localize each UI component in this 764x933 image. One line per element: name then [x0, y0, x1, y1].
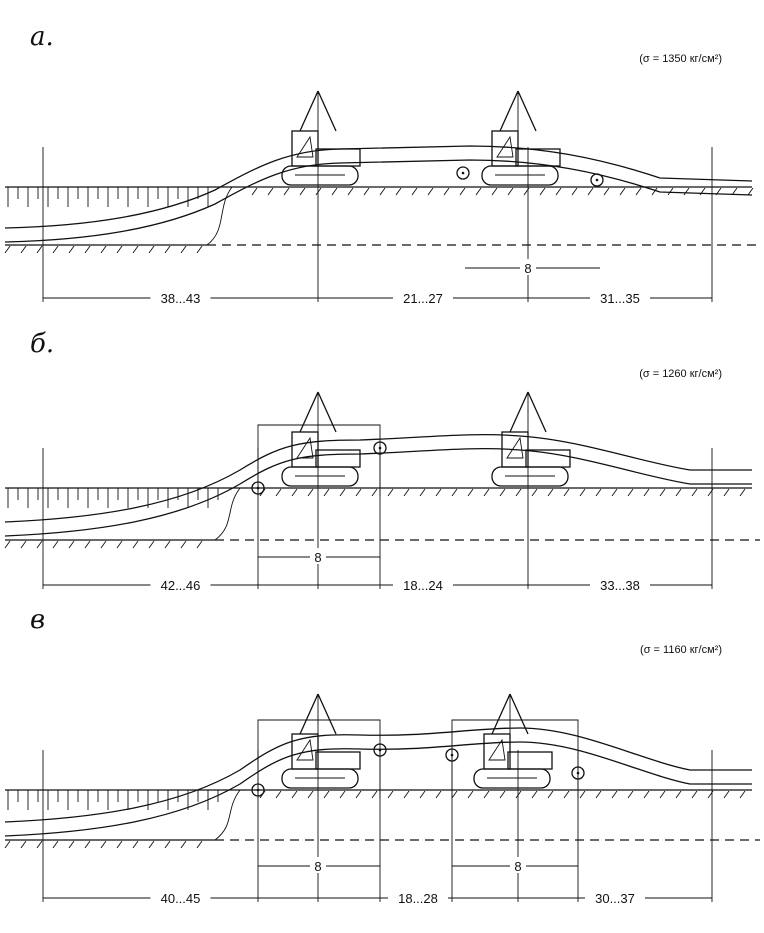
ground — [4, 789, 760, 849]
dimension-value: 30...37 — [595, 891, 635, 906]
pipelayer — [281, 391, 361, 487]
stress-label: (σ = 1260 кг/см²) — [639, 368, 722, 380]
roller-support — [590, 173, 604, 187]
spacing-bracket: 8 — [452, 857, 578, 874]
dimension-value: 33...38 — [600, 578, 640, 593]
work-zone-frame — [257, 719, 381, 798]
bracket-value: 8 — [524, 261, 531, 276]
pipe — [4, 145, 753, 243]
pipelayer — [473, 693, 553, 789]
panel-v: в (σ = 1160 кг/см²) 40...45 18...28 30...37 8… — [4, 605, 760, 906]
pipelayer — [281, 90, 361, 186]
spacing-bracket: 8 — [258, 548, 380, 565]
dimension-line: 38...43 21...27 31...35 — [43, 289, 712, 306]
spacing-bracket: 8 — [465, 259, 600, 276]
pipe — [4, 727, 752, 837]
panel-letter: в — [30, 605, 45, 635]
ground — [4, 487, 760, 549]
panel-letter: а. — [30, 22, 54, 52]
panel-b: б. (σ = 1260 кг/см²) 42...46 18...24 33...38… — [4, 329, 760, 593]
pipelayer — [491, 391, 571, 487]
ground — [4, 186, 760, 254]
roller-support — [456, 166, 470, 180]
dimension-line: 42...46 18...24 33...38 — [43, 576, 712, 593]
dimension-value: 42...46 — [161, 578, 201, 593]
dimension-value: 31...35 — [600, 291, 640, 306]
bracket-value: 8 — [514, 859, 521, 874]
dimension-value: 18...24 — [403, 578, 443, 593]
stress-label: (σ = 1350 кг/см²) — [639, 53, 722, 65]
dimension-value: 18...28 — [398, 891, 438, 906]
bracket-value: 8 — [314, 859, 321, 874]
dimension-value: 38...43 — [161, 291, 201, 306]
dimension-line: 40...45 18...28 30...37 — [43, 889, 712, 906]
panel-a: а. (σ = 1350 кг/см²) 38...43 21...27 31...35… — [4, 22, 760, 306]
dimension-value: 40...45 — [161, 891, 201, 906]
pipelayer — [481, 90, 561, 186]
dimension-value: 21...27 — [403, 291, 443, 306]
bracket-value: 8 — [314, 550, 321, 565]
spacing-bracket: 8 — [258, 857, 380, 874]
pipelayer — [281, 693, 361, 789]
panel-letter: б. — [30, 329, 54, 359]
pipe — [4, 434, 752, 537]
stress-label: (σ = 1160 кг/см²) — [640, 644, 722, 656]
